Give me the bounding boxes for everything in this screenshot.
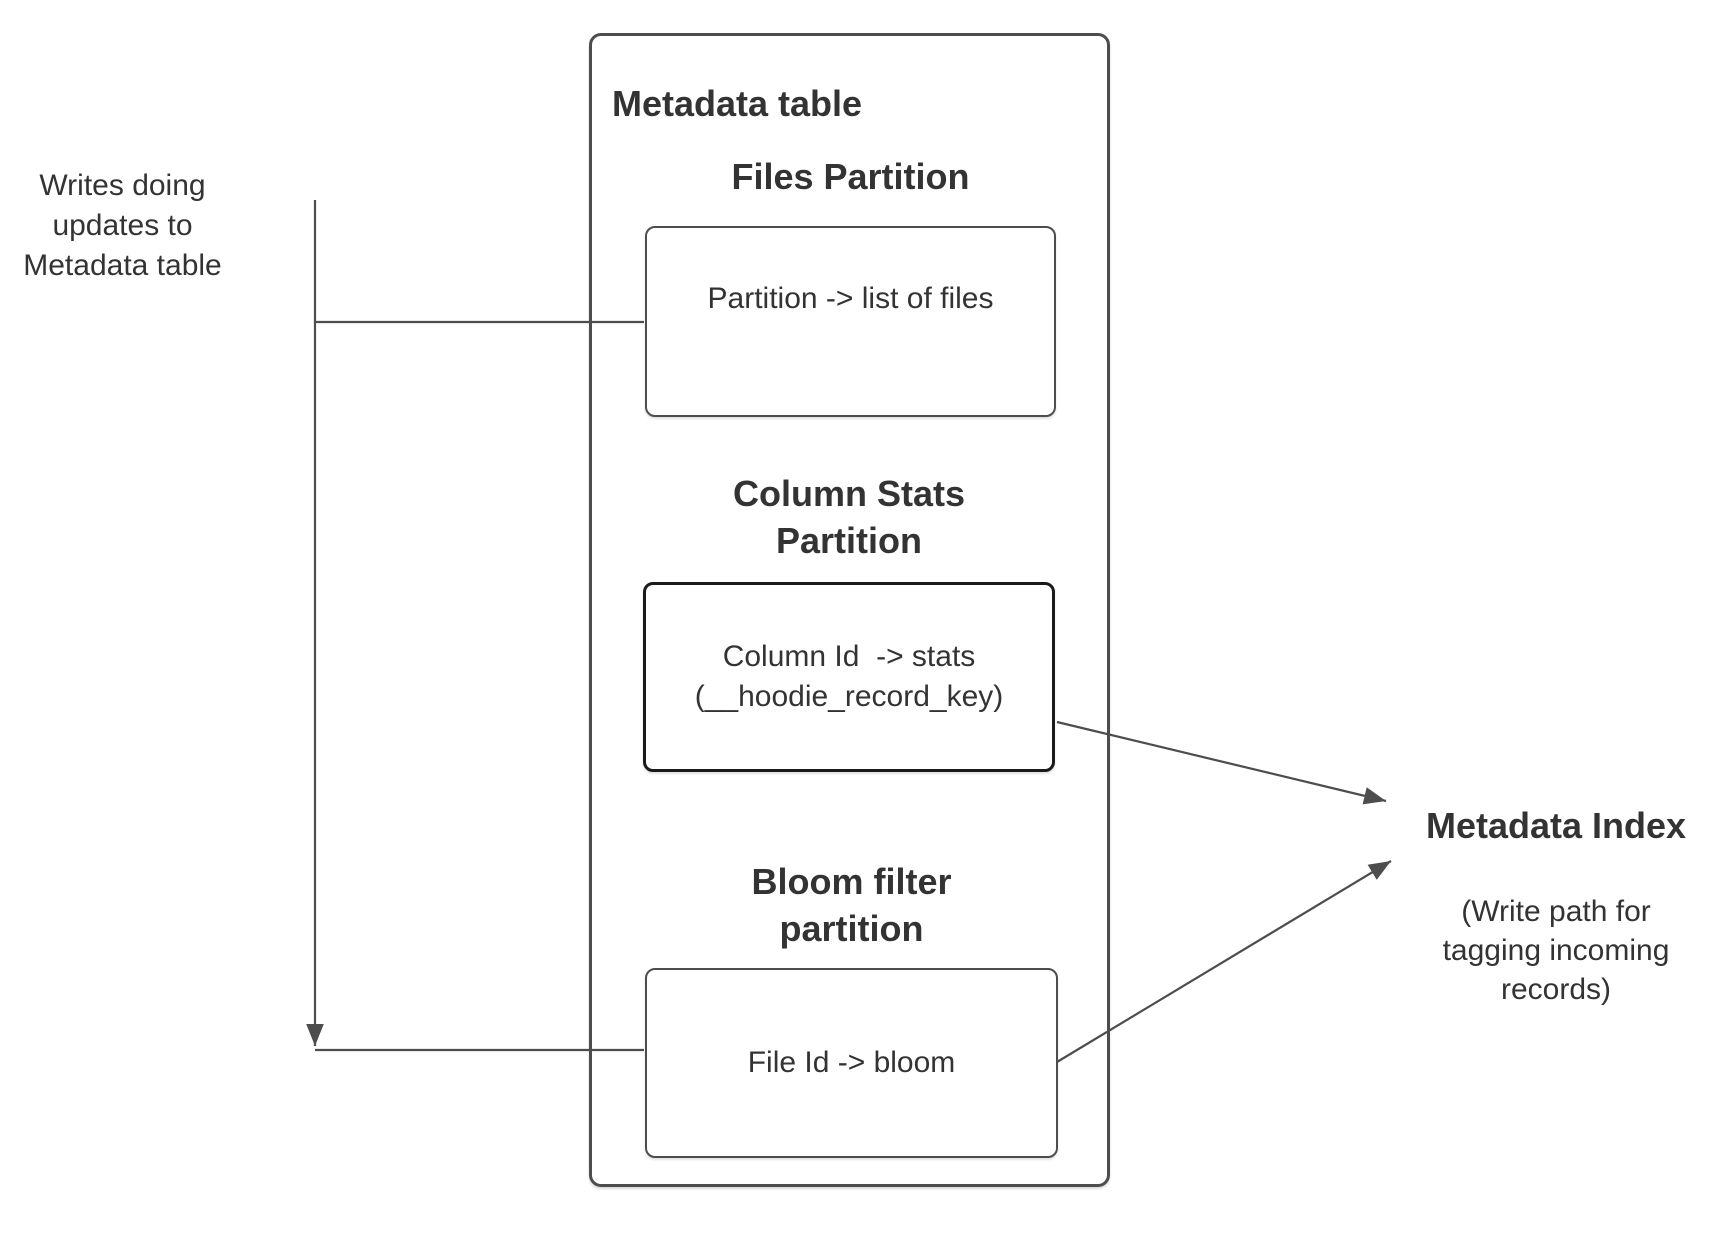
column-stats-to-index-arrow xyxy=(1056,720,1387,805)
bloom-filter-partition-heading: Bloom filter partition xyxy=(751,861,952,949)
bloom-to-index-arrow xyxy=(1056,860,1392,1063)
column-stats-partition-box: Column Id -> stats (__hoodie_record_key) xyxy=(643,582,1055,772)
metadata-table-title: Metadata table xyxy=(612,83,863,124)
metadata-index-subtitle: (Write path for tagging incoming records… xyxy=(1442,895,1670,1006)
files-partition-heading: Files Partition xyxy=(731,156,970,197)
files-partition-box: Partition -> list of files xyxy=(645,226,1056,417)
bloom-filter-partition-content: File Id -> bloom xyxy=(747,1046,956,1079)
bloom-filter-partition-box: File Id -> bloom xyxy=(645,968,1058,1158)
metadata-index-title: Metadata Index xyxy=(1425,805,1687,846)
column-stats-partition-heading: Column Stats Partition xyxy=(732,473,965,561)
writes-note: Writes doing updates to Metadata table xyxy=(23,169,222,282)
files-partition-content: Partition -> list of files xyxy=(707,281,994,315)
column-stats-partition-content: Column Id -> stats (__hoodie_record_key) xyxy=(694,640,1004,713)
metadata-table-container xyxy=(589,33,1110,1187)
